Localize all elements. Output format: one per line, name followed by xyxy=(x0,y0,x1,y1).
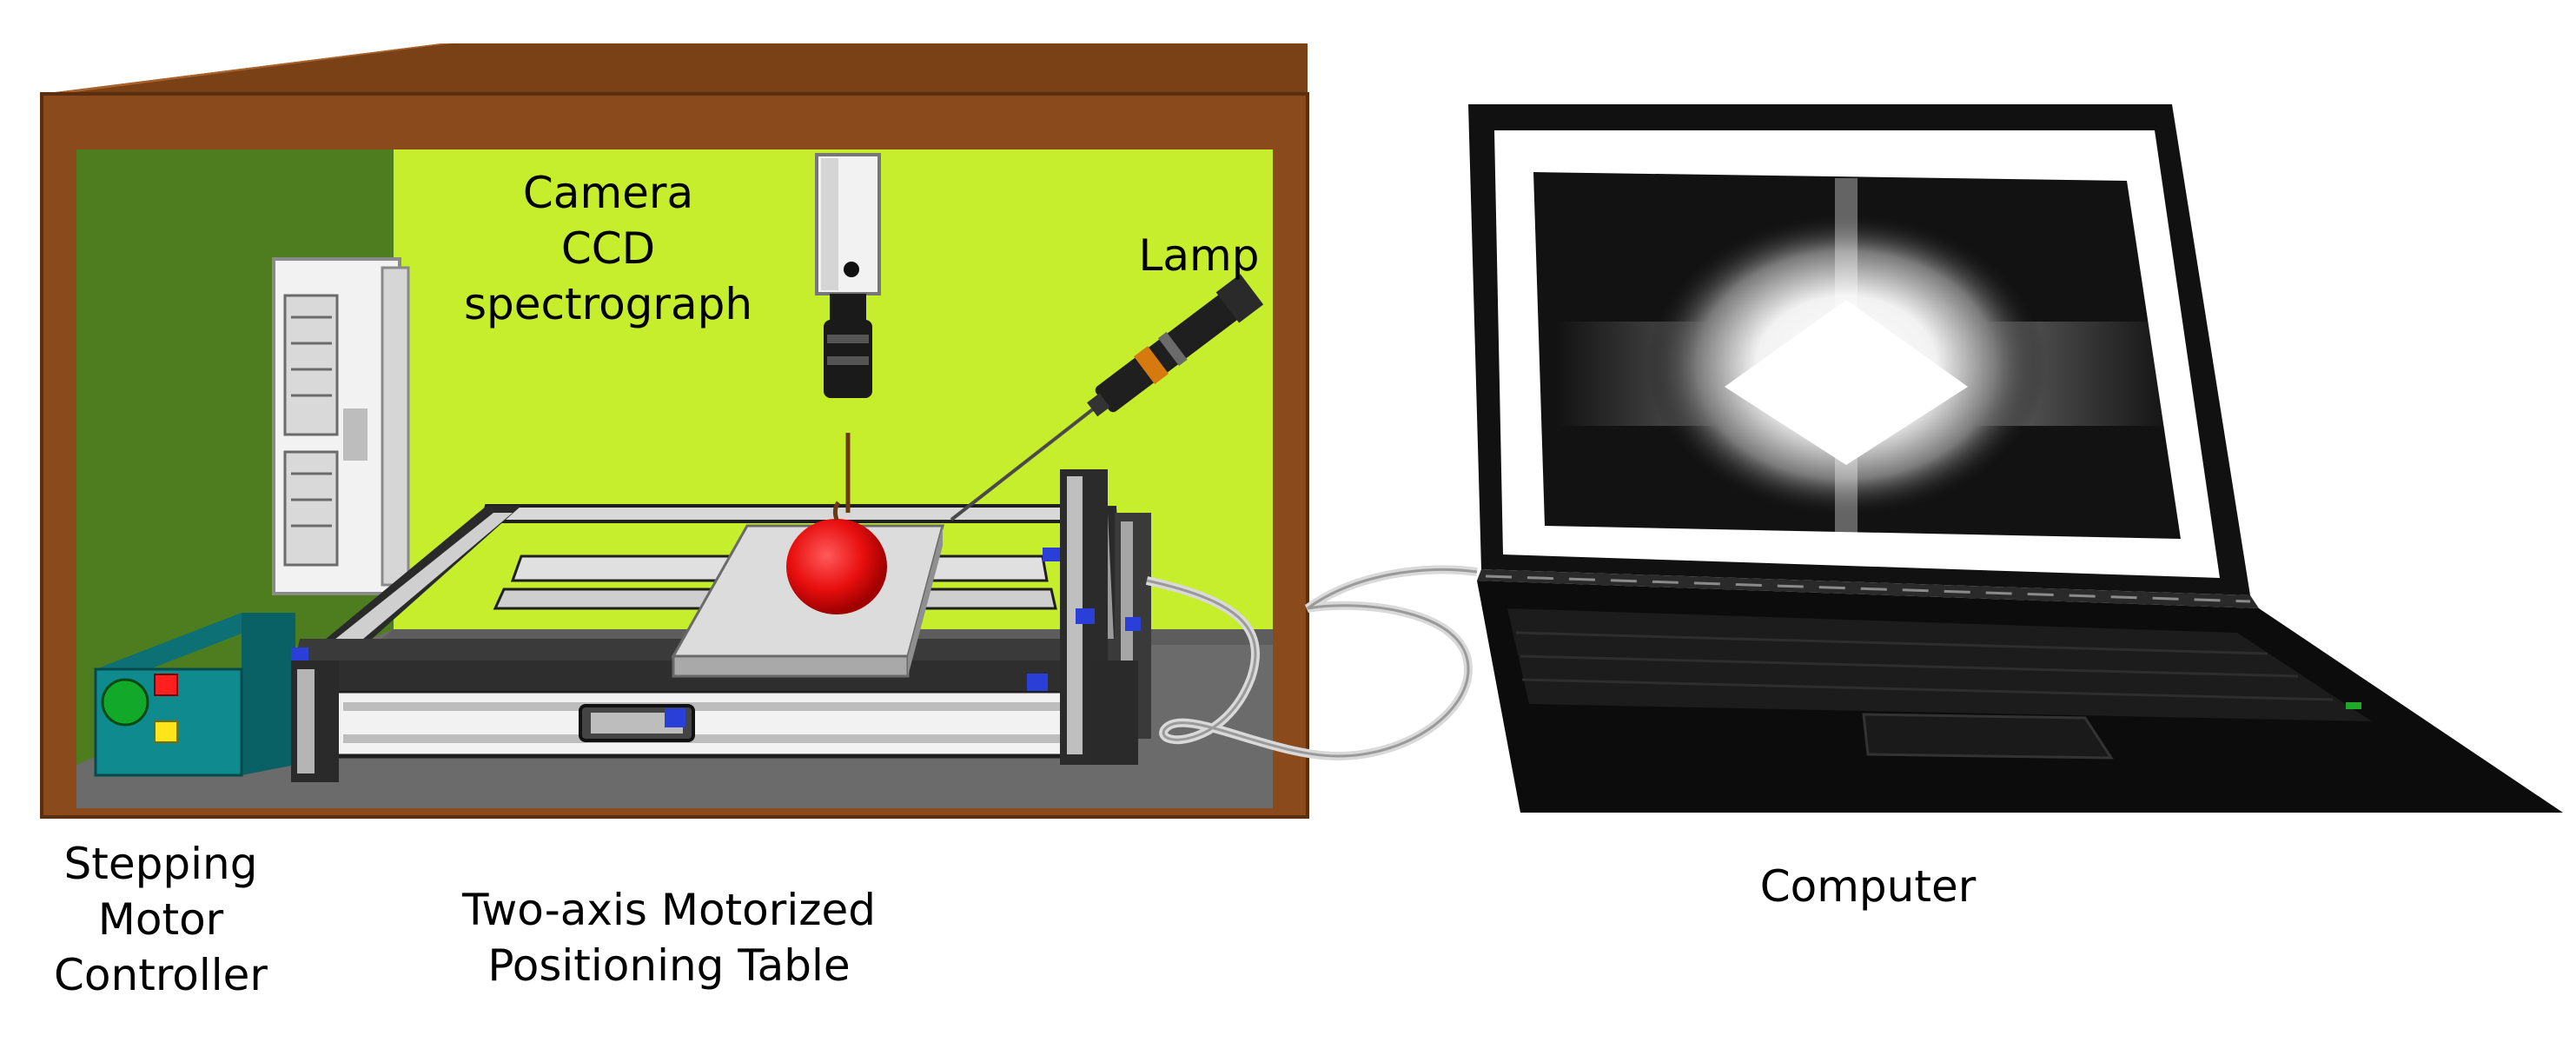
cabinet-frame-edge xyxy=(40,92,1309,819)
driver-unit xyxy=(272,257,410,595)
sample-apple xyxy=(786,501,887,614)
camera-label-line-2: CCD xyxy=(560,223,656,274)
camera-label: Camera CCD spectrograph xyxy=(439,165,778,332)
laptop-computer xyxy=(1468,104,2563,813)
camera xyxy=(815,153,881,513)
controller-label-line-1: Stepping xyxy=(63,839,258,889)
cabinet-top-highlight xyxy=(42,43,452,94)
keyboard xyxy=(1507,608,2372,721)
camera-label-line-1: Camera xyxy=(522,168,694,218)
red-button xyxy=(154,674,178,696)
touchpad xyxy=(1862,713,2114,760)
cabinet-top xyxy=(42,43,1308,94)
controller-label-line-3: Controller xyxy=(54,950,268,1000)
green-button xyxy=(101,678,149,727)
spectrum-image xyxy=(1555,178,2172,534)
lamp-label: Lamp xyxy=(1138,230,1260,281)
lamp xyxy=(950,274,1264,521)
yellow-button xyxy=(154,720,178,743)
table-label-line-1: Two-axis Motorized xyxy=(462,885,876,935)
table-label: Two-axis Motorized Positioning Table xyxy=(400,882,938,993)
computer-label: Computer xyxy=(1759,861,1977,912)
controller-label-line-2: Motor xyxy=(97,894,224,945)
controller-label: Stepping Motor Controller xyxy=(17,836,304,1003)
table-label-line-2: Positioning Table xyxy=(487,940,851,991)
camera-label-line-3: spectrograph xyxy=(463,279,753,329)
controller-box xyxy=(94,613,295,777)
